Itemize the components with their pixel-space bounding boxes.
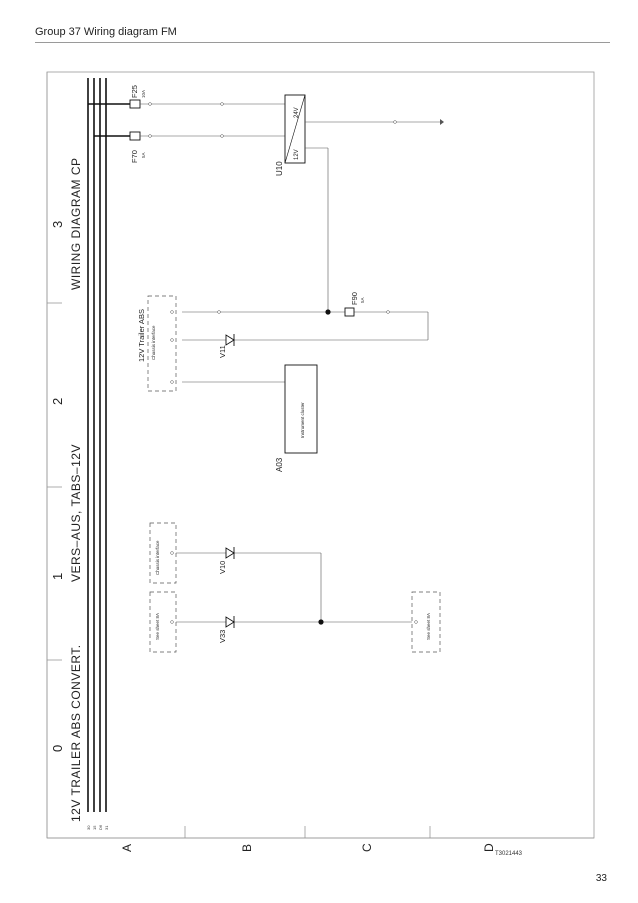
svg-text:5A: 5A [360,297,365,303]
page-header: Group 37 Wiring diagram FM [35,26,177,38]
see-sheet-box-right: See sheet 8A [411,591,441,653]
row-ticks [184,826,431,838]
junction-node-lower [318,619,324,625]
column-label-0: 0 [50,745,65,752]
diagram-variant: VERS–AUS, TABS–12V [69,444,83,582]
row-label-b: B [240,844,254,852]
supply-bus [87,78,107,812]
svg-text:12V Trailer ABS: 12V Trailer ABS [137,309,146,362]
svg-text:F90: F90 [350,292,359,305]
diode-v10: V10 [218,547,235,574]
svg-text:Instrument cluster: Instrument cluster [300,402,305,438]
svg-text:V11: V11 [218,345,227,358]
trailer-abs-box: 12V Trailer ABS Chassis interface [137,295,177,392]
fuse-f70: F70 5A [129,131,146,163]
svg-text:12V: 12V [294,149,300,160]
svg-text:24V: 24V [294,107,300,118]
svg-text:U10: U10 [275,161,284,176]
svg-text:F25: F25 [130,85,139,98]
junction-node [325,309,331,315]
svg-text:15: 15 [92,825,97,830]
page-number: 33 [595,873,607,884]
svg-text:V33: V33 [218,630,227,643]
row-label-c: C [360,843,374,852]
svg-text:5A: 5A [141,152,146,158]
svg-text:See sheet 8A: See sheet 8A [426,613,431,640]
instrument-cluster-a03: Instrument cluster A03 [275,364,318,472]
svg-text:D6: D6 [98,824,103,830]
svg-text:See sheet 8A: See sheet 8A [155,613,160,640]
svg-text:10A: 10A [141,90,146,98]
header-rule [35,42,610,43]
svg-text:F70: F70 [130,150,139,163]
diagram-frame [46,71,595,839]
fuse-f90: F90 5A [344,292,365,317]
svg-text:31: 31 [104,825,109,830]
column-label-3: 3 [50,221,65,228]
converter-u10: 24V 12V U10 [275,94,306,176]
svg-text:A03: A03 [275,457,284,472]
svg-text:Chassis interface: Chassis interface [155,540,160,575]
column-ticks [47,302,62,661]
diode-v11: V11 [218,334,235,358]
diagram-title: WIRING DIAGRAM CP [69,157,83,290]
bus-labels: 30 15 D6 31 [86,824,109,830]
column-label-2: 2 [50,398,65,405]
svg-text:30: 30 [86,825,91,830]
svg-text:V10: V10 [218,561,227,574]
column-label-1: 1 [50,573,65,580]
row-label-d: D [482,843,496,852]
document-id: T3021443 [495,851,523,857]
svg-text:Chassis interface: Chassis interface [151,325,156,360]
fuse-f25: F25 10A [129,85,146,109]
row-label-a: A [120,844,134,852]
diode-v33: V33 [218,616,235,643]
diagram-subtitle: 12V TRAILER ABS CONVERT. [69,644,83,822]
